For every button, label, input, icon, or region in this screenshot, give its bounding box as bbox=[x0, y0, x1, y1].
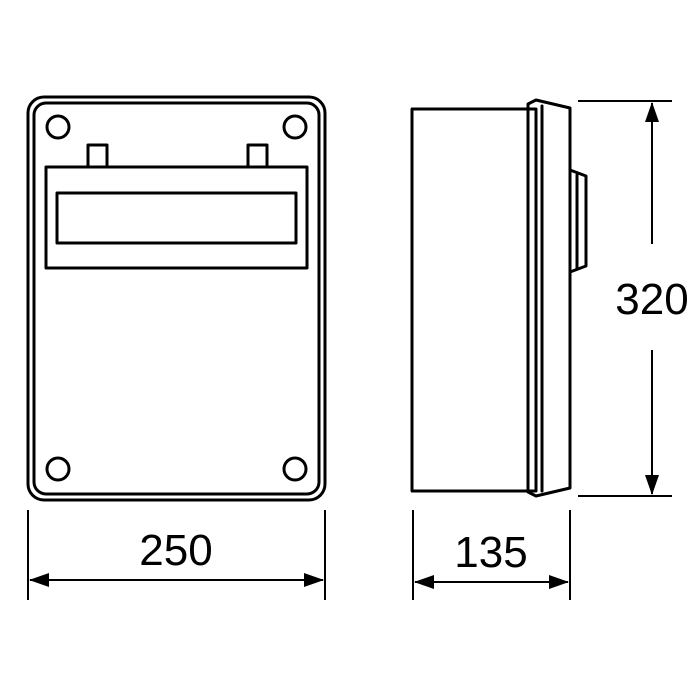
side-lid-profile bbox=[526, 98, 572, 498]
width-dimension: 250 bbox=[27, 510, 326, 600]
depth-dimension: 135 bbox=[412, 510, 571, 600]
latch-tab-left bbox=[86, 143, 109, 169]
side-hinge-block bbox=[568, 168, 588, 274]
height-dimension: 320 bbox=[578, 100, 689, 497]
breaker-cover-frame bbox=[44, 165, 309, 270]
side-body bbox=[410, 107, 538, 493]
screw-hole-top-right bbox=[282, 114, 308, 140]
front-inner-housing bbox=[32, 101, 321, 496]
height-label: 320 bbox=[615, 275, 688, 324]
screw-hole-bottom-right bbox=[282, 456, 308, 482]
side-view bbox=[410, 98, 588, 498]
front-outer-housing bbox=[26, 95, 327, 502]
width-label: 250 bbox=[139, 526, 212, 575]
screw-hole-bottom-left bbox=[45, 456, 71, 482]
breaker-window bbox=[55, 191, 298, 245]
latch-tab-right bbox=[246, 143, 269, 169]
front-view bbox=[26, 95, 327, 502]
screw-hole-top-left bbox=[45, 114, 71, 140]
depth-label: 135 bbox=[454, 528, 527, 577]
